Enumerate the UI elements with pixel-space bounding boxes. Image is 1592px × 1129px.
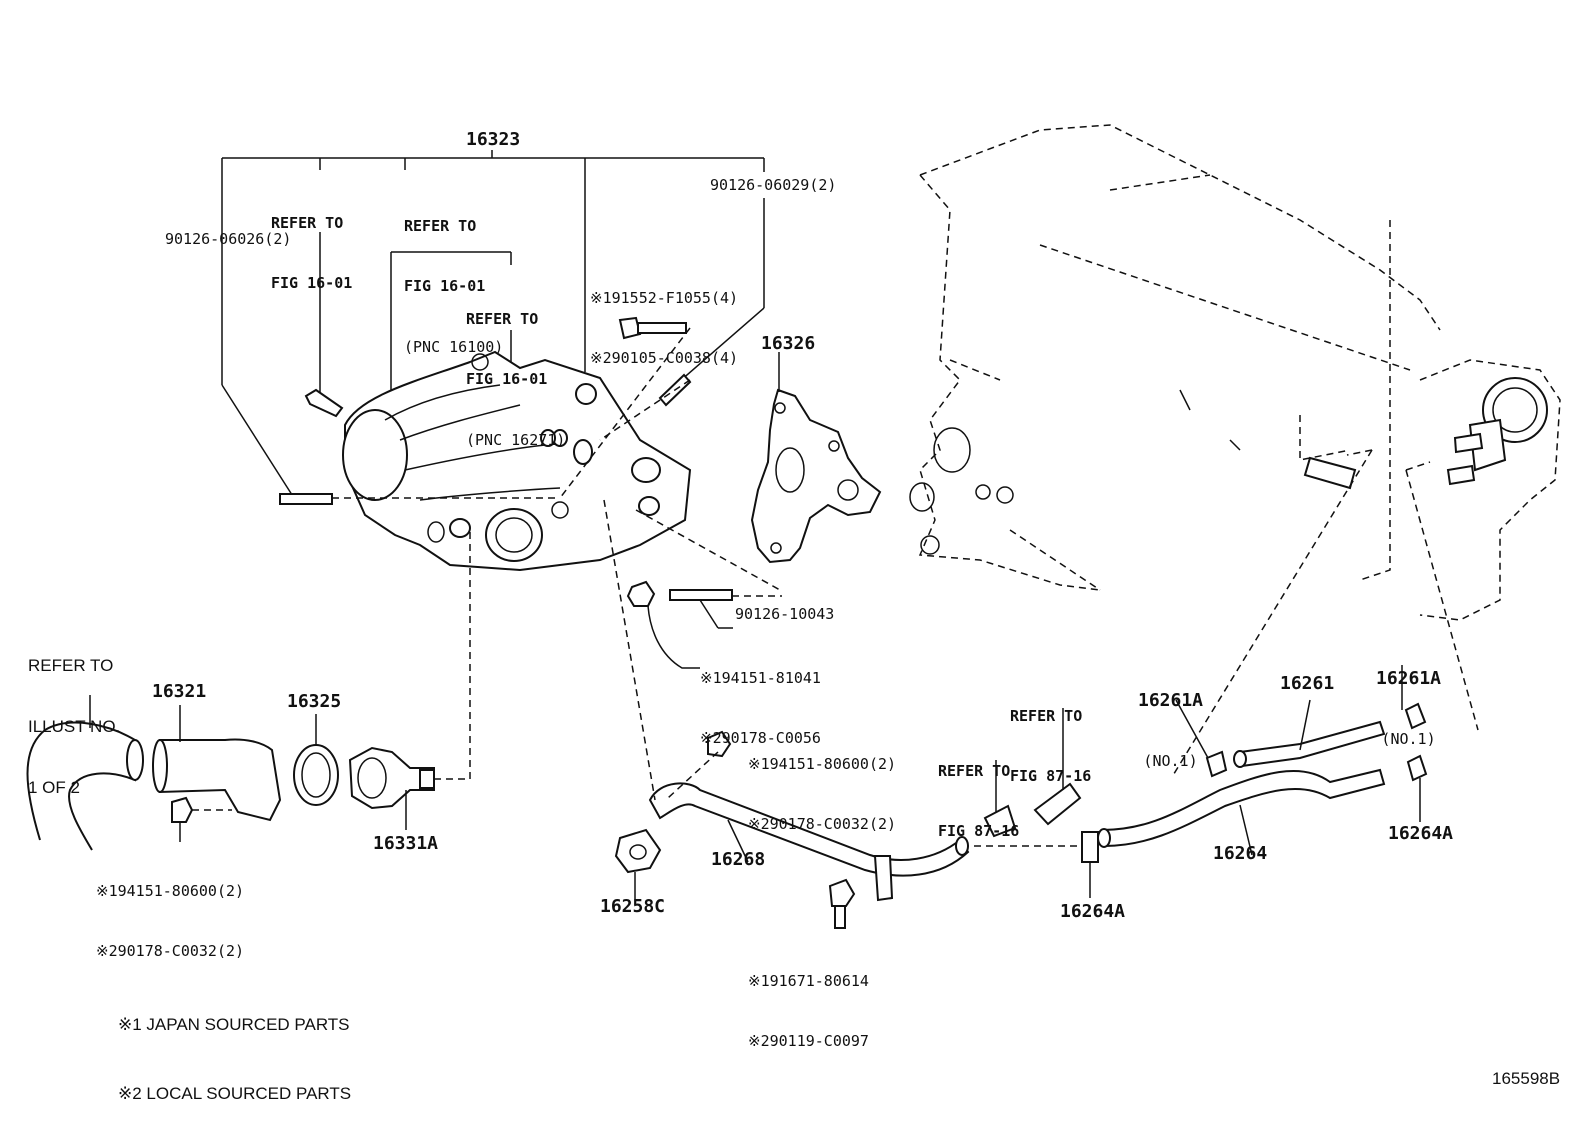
part-number: ※290178-C0032(2) — [96, 942, 245, 961]
refer-fig-16-01-c[interactable]: REFER TO FIG 16-01 (PNC 16271) — [466, 268, 565, 471]
part-number: 16261A — [1376, 668, 1442, 690]
figure-id: 165598B — [1492, 1069, 1561, 1088]
callout-16261[interactable]: 16261 — [1280, 673, 1335, 694]
refer-line: FIG 16-01 — [271, 274, 353, 293]
callout-191552-f1055[interactable]: ※191552-F1055(4) ※290105-C0038(4) — [590, 247, 738, 389]
refer-illust-1-of-2[interactable]: REFER TO ILLUST NO. 1 OF 2 — [28, 615, 120, 819]
part-number: 16261A — [1138, 690, 1204, 712]
throttle-body — [1419, 359, 1561, 621]
stud-and-nut — [626, 580, 733, 607]
callout-90126-06026[interactable]: 90126-06026(2) — [165, 230, 292, 248]
connector-16264a — [1081, 831, 1099, 863]
refer-fig-16-01-b[interactable]: REFER TO FIG 16-01 (PNC 16100) — [404, 175, 503, 378]
callout-16264a-right[interactable]: 16264A — [1388, 823, 1454, 844]
callout-90126-06029[interactable]: 90126-06029(2) — [710, 176, 837, 194]
engine-block — [909, 124, 1441, 591]
refer-line: ILLUST NO. — [28, 716, 121, 736]
part-number: ※194151-80600(2) — [748, 754, 897, 773]
refer-line: FIG 87-16 — [1010, 767, 1092, 786]
refer-line: REFER TO — [404, 216, 477, 235]
refer-line: REFER TO — [1010, 706, 1083, 725]
callout-16331a[interactable]: 16331A — [373, 833, 439, 854]
water-inlet-16321 — [152, 738, 282, 823]
legend-japan: ※1 JAPAN SOURCED PARTS — [118, 1014, 350, 1034]
callout-16258c[interactable]: 16258C — [600, 896, 666, 917]
callout-194151-80600-left[interactable]: ※194151-80600(2) ※290178-C0032(2) — [96, 840, 244, 982]
callout-16264[interactable]: 16264 — [1213, 843, 1268, 864]
thermostat-16331a — [348, 746, 435, 810]
part-number: ※290178-C0056 — [700, 729, 821, 748]
refer-line: REFER TO — [28, 655, 114, 675]
parts-diagram: 16323 REFER TO FIG 16-01 REFER TO FIG 16… — [26, 124, 1561, 1103]
part-number: ※191552-F1055(4) — [590, 288, 739, 307]
part-number: ※194151-81041 — [700, 668, 821, 687]
radiator-hose — [26, 721, 144, 851]
callout-191671-80614[interactable]: ※191671-80614 ※290119-C0097 — [748, 930, 869, 1072]
part-number: ※290178-C0032(2) — [748, 815, 897, 834]
gasket-16325 — [293, 744, 339, 806]
callout-16261a-left[interactable]: 16261A (NO.1) — [1138, 650, 1203, 791]
legend-local: ※2 LOCAL SOURCED PARTS — [118, 1083, 352, 1103]
callout-16264a-mid[interactable]: 16264A — [1060, 901, 1126, 922]
part-number: ※290105-C0038(4) — [590, 349, 739, 368]
part-number: ※194151-80600(2) — [96, 881, 245, 900]
refer-line: REFER TO — [938, 761, 1011, 780]
refer-fig-87-16-b[interactable]: REFER TO FIG 87-16 — [938, 720, 1019, 862]
callout-tree-16323 — [221, 150, 765, 499]
refer-pnc: (PNC 16100) — [404, 338, 504, 356]
callout-16326[interactable]: 16326 — [761, 333, 816, 354]
refer-line: 1 OF 2 — [28, 778, 80, 798]
callout-16325[interactable]: 16325 — [287, 691, 342, 712]
refer-pnc: (PNC 16271) — [466, 431, 566, 449]
refer-fig-87-16-a[interactable]: REFER TO FIG 87-16 — [1010, 665, 1091, 807]
refer-line: FIG 16-01 — [466, 370, 548, 389]
diagram-drawing — [26, 124, 1561, 929]
part-number: ※191671-80614 — [748, 971, 869, 990]
refer-line: FIG 87-16 — [938, 822, 1020, 841]
refer-fig-16-01-a[interactable]: REFER TO FIG 16-01 — [271, 172, 352, 314]
refer-line: REFER TO — [466, 309, 539, 328]
callout-16268[interactable]: 16268 — [711, 849, 766, 870]
callout-16323[interactable]: 16323 — [466, 129, 521, 150]
legend-notes: ※1 JAPAN SOURCED PARTS ※2 LOCAL SOURCED … — [118, 968, 351, 1129]
part-note: (NO.1) — [1143, 752, 1198, 771]
refer-line: REFER TO — [271, 213, 344, 232]
part-number: ※290119-C0097 — [748, 1032, 869, 1051]
hoses-right — [1097, 702, 1428, 848]
callout-194151-80600-right[interactable]: ※194151-80600(2) ※290178-C0032(2) — [748, 713, 896, 855]
callout-16261a-right[interactable]: 16261A (NO.1) — [1376, 628, 1441, 769]
clamp-hose-87 — [983, 782, 1082, 838]
gasket-16326 — [750, 388, 882, 564]
refer-line: FIG 16-01 — [404, 277, 486, 296]
pipe-16268 — [614, 730, 970, 929]
callout-90126-10043[interactable]: 90126-10043 — [735, 605, 835, 623]
water-pump-housing — [342, 350, 692, 572]
callout-16321[interactable]: 16321 — [152, 681, 207, 702]
part-note: (NO.1) — [1381, 730, 1436, 749]
callout-194151-81041[interactable]: ※194151-81041 ※290178-C0056 — [700, 627, 821, 769]
